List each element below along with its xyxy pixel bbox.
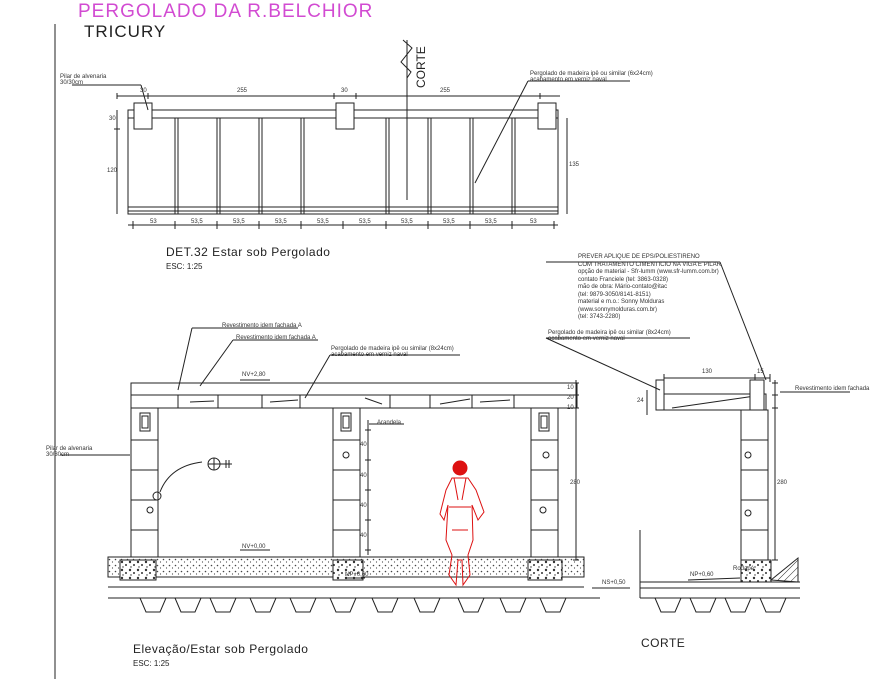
pergolado-leader xyxy=(474,80,529,184)
plan-pillar-mid xyxy=(335,102,355,130)
plan-dim-side-1: 30 xyxy=(109,116,116,122)
elev-note-revest-b: Revestimento idem fachada A xyxy=(236,335,316,341)
plan-dim-bottom-5: 53,5 xyxy=(317,219,329,225)
plan-dim-side-2: 120 xyxy=(107,168,118,174)
corte-rodape: Rodapé xyxy=(733,566,755,572)
elev-level-ns: NS+0,50 xyxy=(602,580,626,586)
pillar-mid xyxy=(332,407,361,561)
elev-note-arandela: Arandela xyxy=(377,420,402,426)
plan-dim-bottom-10: 53 xyxy=(530,219,537,225)
plan-dim-bottom-2: 53,5 xyxy=(191,219,203,225)
outlet-symbol xyxy=(152,457,232,501)
corte-pillar xyxy=(740,409,769,561)
plan-dim-top-3: 30 xyxy=(341,88,348,94)
drawing-title: PERGOLADO DA R.BELCHIOR xyxy=(78,1,374,22)
plan-bottom-ticks xyxy=(132,221,555,229)
plan-dim-bottom-6: 53,5 xyxy=(359,219,371,225)
corte-revest-note: Revestimento idem fachada xyxy=(795,386,870,392)
elev-dim-right-3: 10 xyxy=(567,405,574,411)
plan-dim-bottom-8: 53,5 xyxy=(443,219,455,225)
footing-mid xyxy=(332,559,364,581)
prever-leader xyxy=(719,261,767,381)
corte-dim-280: 280 xyxy=(777,480,788,486)
lamp-left xyxy=(139,412,151,432)
plan-detail-title: DET.32 Estar sob Pergolado xyxy=(166,245,331,259)
lamp-right xyxy=(538,412,550,432)
plan-dim-bottom-3: 53,5 xyxy=(233,219,245,225)
elev-level-top: NV+2,80 xyxy=(242,372,266,378)
plan-dim-bottom-4: 53,5 xyxy=(275,219,287,225)
corte-mark-label: CORTE xyxy=(414,46,428,88)
elev-dim-height: 280 xyxy=(570,480,581,486)
elev-dim-right-2: 20 xyxy=(567,395,574,401)
plan-detail-scale: ESC: 1:25 xyxy=(166,262,203,271)
lamp-mid xyxy=(340,412,352,432)
plan-rafters xyxy=(174,118,516,214)
elev-note-pergolado: Pergolado de madeira ipê ou similar (8x2… xyxy=(331,346,454,358)
elev-pilar-note: Pilar de alvenaria 30/30cm xyxy=(46,446,93,458)
footing-left xyxy=(119,559,157,581)
elev-dim-col-1: 40 xyxy=(360,442,367,448)
elev-level-mid: NV+0,00 xyxy=(242,544,266,550)
elev-note-revest-a: Revestimento idem fachada A xyxy=(222,323,302,329)
footing-right xyxy=(527,559,563,581)
elevation-scale: ESC: 1:25 xyxy=(133,659,170,668)
plan-pillar-right xyxy=(537,102,557,130)
corte-pergolado-note: Pergolado de madeira ipê ou similar (8x2… xyxy=(548,330,671,342)
plan-dim-bottom-9: 53,5 xyxy=(485,219,497,225)
elevation-view xyxy=(60,327,630,613)
corte-dim-130: 130 xyxy=(702,369,713,375)
elev-dim-right-1: 10 xyxy=(567,385,574,391)
rafter-sections xyxy=(177,395,515,408)
elev-dim-col-4: 40 xyxy=(360,533,367,539)
corte-prever-note: PREVER APLIQUE DE EPS/POLIESTIRENO COM T… xyxy=(578,254,721,320)
corte-caption: CORTE xyxy=(641,636,686,650)
corte-dim-24: 24 xyxy=(637,398,644,404)
corte-level-np: NP+0,60 xyxy=(690,572,714,578)
pillar-right xyxy=(530,407,559,561)
corte-dim-15: 15 xyxy=(757,369,764,375)
plan-view xyxy=(72,39,630,229)
corte-view xyxy=(545,261,850,613)
slab-ribs xyxy=(139,597,567,613)
elev-level-np: NP+0,60 xyxy=(345,572,369,578)
elevation-caption: Elevação/Estar sob Pergolado xyxy=(133,642,309,656)
pillar-left xyxy=(130,407,159,561)
plan-dim-top-2: 255 xyxy=(237,88,248,94)
person-figure xyxy=(439,460,485,587)
plan-pergolado-note: Pergolado de madeira ipê ou similar (6x2… xyxy=(530,71,653,83)
plan-pilar-note: Pilar de alvenaria 30/30cm xyxy=(60,74,107,86)
elev-dim-col-2: 40 xyxy=(360,473,367,479)
plan-dim-bottom-1: 53 xyxy=(150,219,157,225)
elevation-top-beam xyxy=(130,382,578,396)
plan-dim-top-4: 255 xyxy=(440,88,451,94)
plan-dim-side-3: 135 xyxy=(569,162,580,168)
plan-dim-bottom-7: 53,5 xyxy=(401,219,413,225)
plan-pillar-left xyxy=(133,102,153,130)
plan-dim-top-1: 30 xyxy=(140,88,147,94)
drawing-subtitle: TRICURY xyxy=(84,22,167,41)
corte-ground xyxy=(769,556,799,583)
corte-break-symbol xyxy=(400,39,413,79)
elev-dim-col-3: 40 xyxy=(360,503,367,509)
revest-leader-a xyxy=(177,327,193,391)
